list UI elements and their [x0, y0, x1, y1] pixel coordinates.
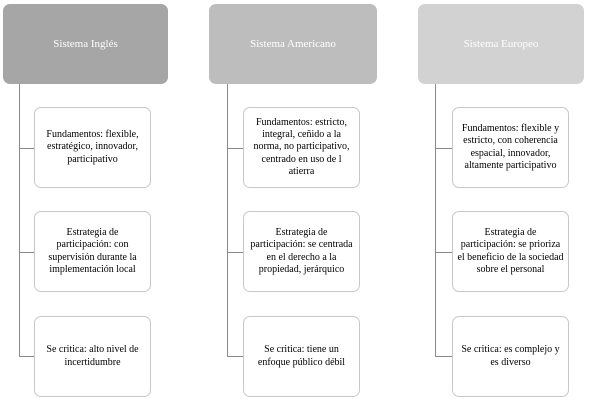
connector-branch [19, 356, 34, 357]
card-critica-ingles: Se critica: alto nivel de incertidumbre [34, 316, 151, 397]
connector-branch [227, 356, 243, 357]
connector-branch [435, 148, 452, 149]
connector-trunk-americano [227, 84, 228, 356]
card-estrategia-ingles: Estrategia de participación: con supervi… [34, 211, 151, 292]
connector-branch [19, 252, 34, 253]
card-critica-americano: Se critica: tiene un enfoque público déb… [243, 316, 360, 397]
connector-branch [227, 252, 243, 253]
connector-branch [435, 252, 452, 253]
header-sistema-ingles: Sistema Inglés [3, 4, 168, 84]
card-fundamentos-europeo: Fundamentos: flexible y estricto, con co… [452, 107, 569, 188]
connector-trunk-europeo [435, 84, 436, 356]
card-fundamentos-americano: Fundamentos: estricto, integral, ceñido … [243, 107, 360, 188]
card-estrategia-americano: Estrategia de participación: se centrada… [243, 211, 360, 292]
card-critica-europeo: Se critica: es complejo y es diverso [452, 316, 569, 397]
connector-branch [435, 356, 452, 357]
connector-branch [19, 148, 34, 149]
card-estrategia-europeo: Estrategia de participación: se prioriza… [452, 211, 569, 292]
connector-branch [227, 148, 243, 149]
card-fundamentos-ingles: Fundamentos: flexible, estratégico, inno… [34, 107, 151, 188]
header-sistema-europeo: Sistema Europeo [418, 4, 584, 84]
header-sistema-americano: Sistema Americano [209, 4, 377, 84]
connector-trunk-ingles [19, 84, 20, 356]
